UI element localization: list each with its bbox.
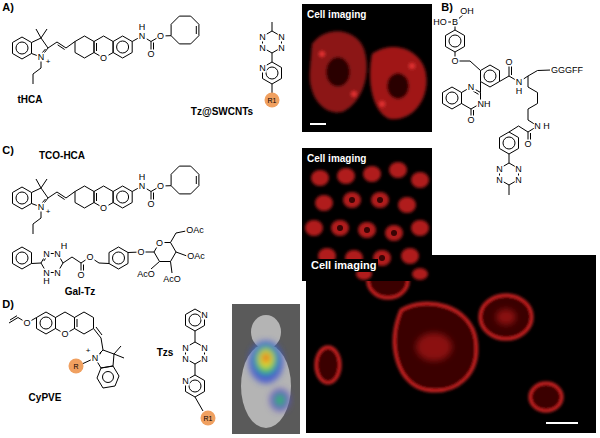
atom-label: N — [181, 354, 190, 363]
atom-label: N — [258, 63, 267, 72]
atom-label: N — [138, 32, 147, 41]
image-caption: Cell imaging — [305, 9, 368, 21]
charge-sign: + — [86, 347, 91, 355]
charge-sign: + — [46, 58, 51, 66]
atom-label: N — [277, 32, 286, 41]
atom-label: N — [37, 53, 46, 62]
atom-label: HO — [432, 18, 448, 27]
atom-label: N — [258, 32, 267, 41]
atom-label: N — [181, 343, 190, 352]
atom-label: O — [156, 32, 165, 41]
atom-label: N — [53, 268, 62, 277]
atom-label: AcO — [162, 275, 182, 284]
panel-letter: A) — [2, 2, 14, 13]
atom-label: O — [466, 116, 475, 125]
compound-name: TCO-HCA — [39, 151, 85, 161]
atom-label: H — [138, 173, 147, 182]
compound-name: Tzs — [157, 348, 174, 358]
atom-label: N — [200, 343, 209, 352]
atom-label: O — [146, 200, 155, 209]
atom-label: O — [136, 248, 145, 257]
atom-label: N — [467, 83, 476, 92]
atom-label: OH — [459, 7, 475, 16]
image-caption: Cell imaging — [309, 259, 378, 272]
atom-label: O — [155, 238, 164, 247]
atom-label: O — [22, 319, 31, 328]
atom-label: N — [533, 122, 542, 131]
atom-label: N — [181, 376, 190, 385]
atom-label: H — [42, 277, 51, 286]
atom-label: N — [37, 203, 46, 212]
compound-name: CyPVE — [29, 393, 62, 403]
atom-label: H — [60, 242, 69, 251]
atom-label: O — [523, 140, 532, 149]
atom-label: N — [258, 43, 267, 52]
compound-name: tHCA — [18, 95, 43, 105]
substituent-circle: R — [69, 359, 84, 374]
atom-label: N — [42, 249, 51, 258]
panel-letter: B) — [441, 1, 453, 12]
atom-label: H — [515, 87, 524, 96]
atom-label: H — [542, 122, 551, 131]
atom-label: N — [515, 78, 524, 87]
panel-letter: D) — [2, 299, 14, 310]
atom-label: O — [60, 330, 69, 339]
atom-label: B — [451, 18, 459, 27]
microscopy-image: Cell imaging — [302, 4, 432, 132]
atom-label: O — [85, 253, 94, 262]
image-caption: Cell imaging — [305, 153, 368, 165]
substituent-circle: R1 — [201, 411, 216, 426]
compound-name: Tz@SWCNTs — [191, 107, 253, 117]
atom-label: N — [200, 310, 209, 319]
atom-label: N — [495, 175, 504, 184]
atom-label: OAc — [185, 226, 205, 235]
atom-label: O — [99, 54, 108, 63]
atom-label: O — [76, 271, 85, 280]
atom-label: NH — [477, 99, 492, 108]
atom-label: N — [200, 354, 209, 363]
atom-label: N — [514, 164, 523, 173]
atom-label: N — [495, 164, 504, 173]
atom-label: H — [138, 23, 147, 32]
atom-label: O — [99, 204, 108, 213]
atom-label: O — [156, 182, 165, 191]
substituent-circle: R1 — [265, 93, 280, 108]
atom-label: N — [277, 43, 286, 52]
atom-label: AcO — [136, 270, 156, 279]
atom-label: O — [450, 57, 459, 66]
panel-letter: C) — [2, 145, 14, 156]
microscopy-image: Cell imaging — [306, 255, 596, 433]
atom-label: O — [146, 50, 155, 59]
atom-label: N — [91, 354, 100, 363]
peptide-label: GGGFF — [550, 66, 584, 75]
atom-label: OAc — [186, 252, 206, 261]
compound-name: Gal-Tz — [65, 287, 96, 297]
charge-sign: + — [46, 208, 51, 216]
atom-label: N — [138, 182, 147, 191]
atom-label: O — [504, 58, 513, 67]
atom-label: N — [514, 175, 523, 184]
